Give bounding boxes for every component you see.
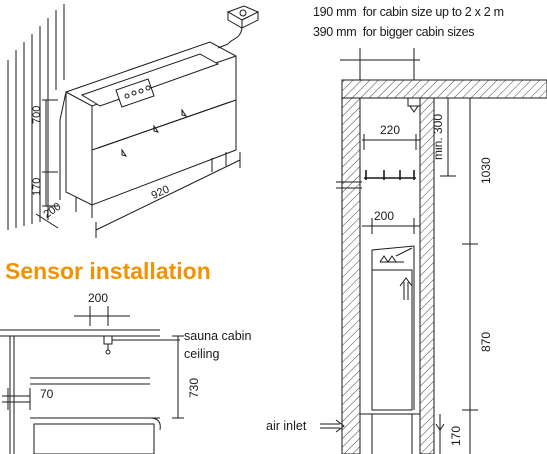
- heater-gap-label: 200: [374, 209, 395, 223]
- vent-width-label: 220: [380, 123, 401, 137]
- note-line-2-value: 390 mm: [313, 25, 357, 39]
- air-inlet-arrow-icon: [320, 419, 345, 433]
- airflow-up-arrow-icon: [399, 277, 413, 300]
- note-line-1-value: 190 mm: [313, 5, 357, 19]
- ceiling-vent-icon: [407, 97, 421, 113]
- wall-boards: [7, 4, 65, 230]
- min-clearance-label: min. 300: [431, 113, 445, 160]
- wall-distance-label: 70: [40, 387, 54, 401]
- sensor-section-title: Sensor installation: [5, 258, 211, 284]
- heater-section: [371, 245, 415, 411]
- air-inlet-label: air inlet: [266, 419, 307, 433]
- lower-height-label: 870: [479, 331, 493, 352]
- heater-isometric-drawing: [7, 4, 260, 238]
- below-ceiling-label: 730: [187, 377, 201, 398]
- upper-shelf: [336, 170, 416, 189]
- upper-height-label: 1030: [479, 157, 493, 184]
- sensor-box-icon: [217, 5, 260, 49]
- heater-dimension-lines: [35, 99, 241, 238]
- ceiling-sensor-icon: [103, 335, 113, 355]
- note-line-2: 390 mm for bigger cabin sizes: [313, 25, 475, 39]
- note-line-1: 190 mm for cabin size up to 2 x 2 m: [313, 6, 504, 19]
- note-line-1-text: for cabin size up to 2 x 2 m: [362, 5, 504, 19]
- ceiling-label: sauna cabin: [184, 329, 252, 343]
- heater-body: [59, 41, 237, 218]
- cabin-section-drawing: [320, 48, 547, 454]
- base-height-label: 170: [449, 425, 463, 446]
- heater-leg-label: 170: [31, 177, 43, 196]
- note-line-2-text: for bigger cabin sizes: [362, 25, 475, 39]
- ceiling-label-line2: ceiling: [184, 347, 220, 361]
- sensor-detail-drawing: [0, 306, 184, 454]
- sensor-spacing-label: 200: [88, 291, 109, 305]
- heater-height-label: 700: [31, 105, 43, 124]
